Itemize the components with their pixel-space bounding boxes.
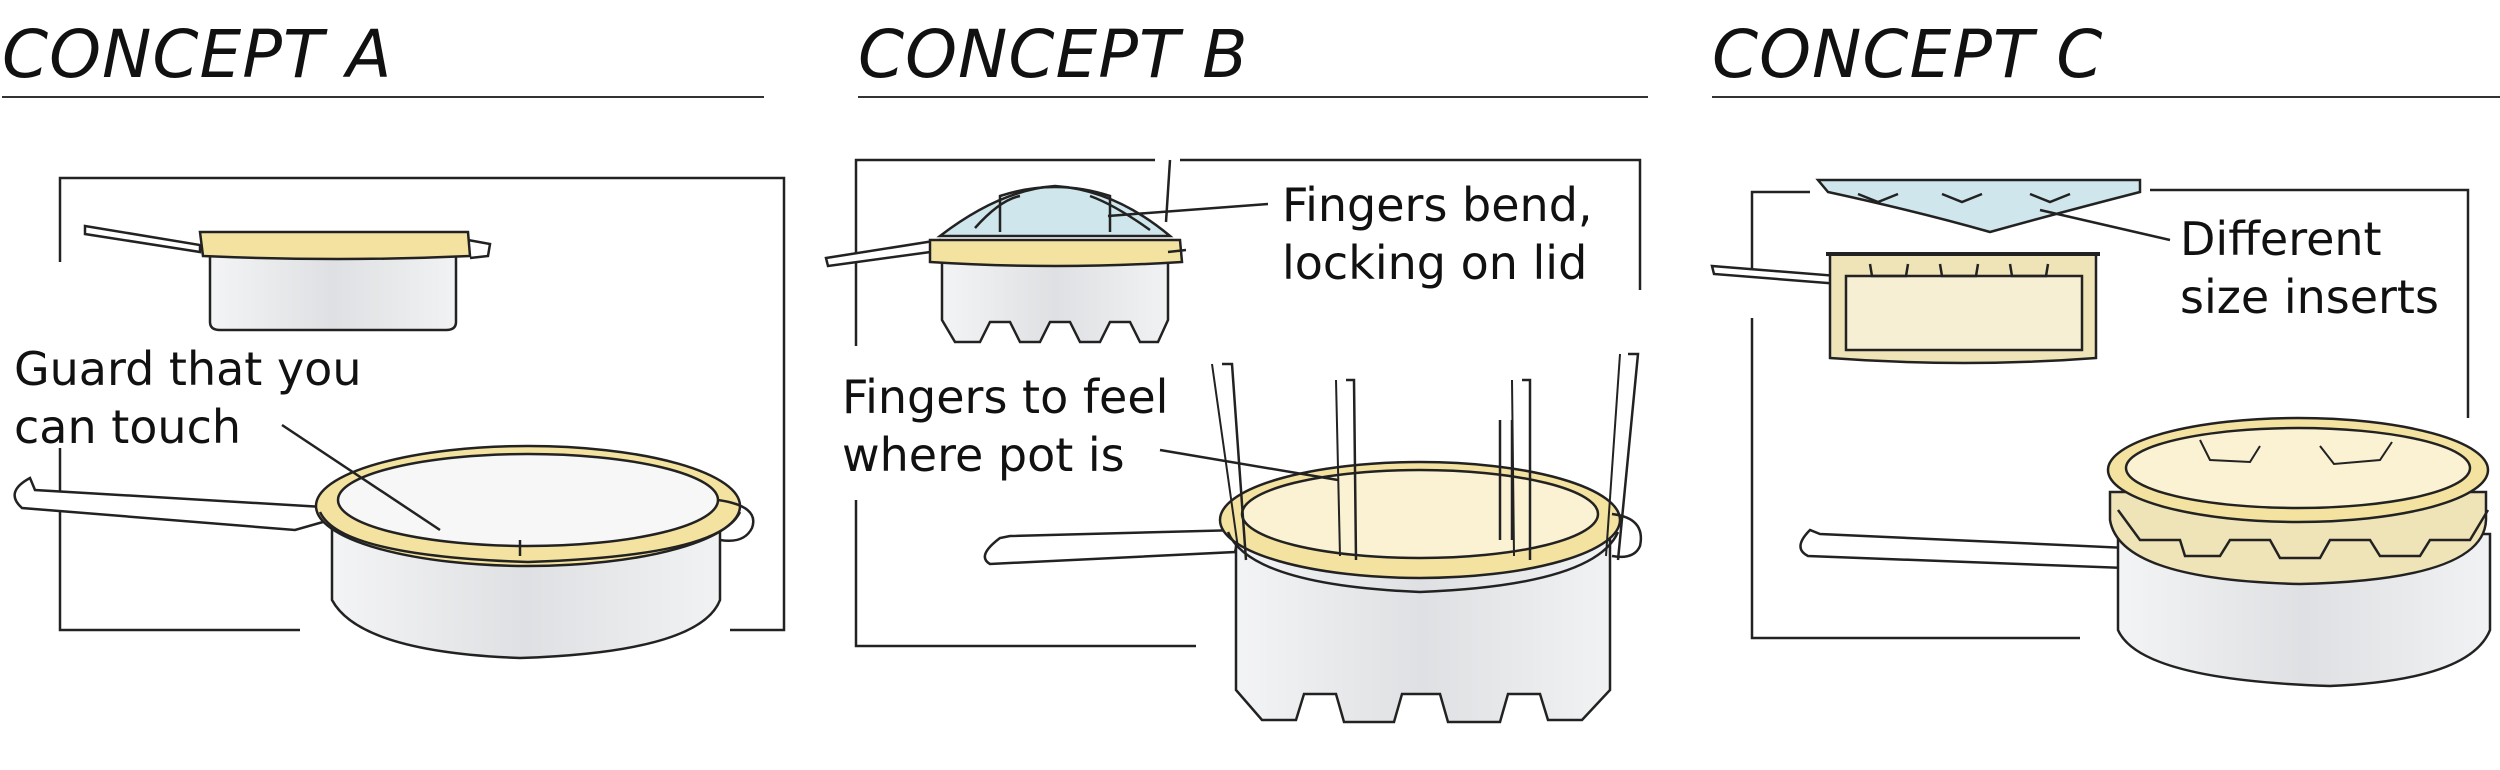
concept-c-annotation: Different size inserts xyxy=(2180,210,2439,326)
annotation-line: Fingers bend, xyxy=(1282,178,1593,232)
concept-b-leader-bottom xyxy=(1159,448,1339,482)
concept-a-sketch xyxy=(13,176,786,660)
concept-a-leader xyxy=(281,423,441,532)
concept-c-underline xyxy=(1712,96,2500,98)
concept-a-frame xyxy=(58,176,786,632)
large-pan-illustration xyxy=(13,444,755,660)
large-pot-fingers-illustration xyxy=(983,352,1643,724)
concept-c-frame xyxy=(1750,190,1810,268)
concept-a-underline xyxy=(2,96,764,98)
concept-a-title: CONCEPT A xyxy=(2,16,393,93)
stacked-insert-illustration xyxy=(1710,252,2100,365)
annotation-line: where pot is xyxy=(842,428,1125,482)
concept-b-frame xyxy=(854,158,1155,346)
concept-c-sketch xyxy=(1710,178,2492,688)
annotation-line: locking on lid xyxy=(1282,236,1588,290)
concept-b-annotation-pot: Fingers to feel where pot is xyxy=(842,368,1168,484)
annotation-line: size inserts xyxy=(2180,270,2439,324)
concept-b-annotation-lid: Fingers bend, locking on lid xyxy=(1282,176,1593,292)
small-pan-illustration xyxy=(83,224,492,332)
concept-b-leader-top xyxy=(1107,202,1269,218)
concept-c-title: CONCEPT C xyxy=(1712,16,2104,93)
annotation-line: Guard that you xyxy=(14,342,362,396)
concept-b-title: CONCEPT B xyxy=(858,16,1249,93)
annotation-line: can touch xyxy=(14,400,242,454)
annotation-line: Different xyxy=(2180,212,2382,266)
concept-b-sketch xyxy=(824,158,1643,724)
concept-a-annotation: Guard that you can touch xyxy=(14,340,361,456)
pot-with-inserts-illustration xyxy=(1799,416,2492,688)
annotation-line: Fingers to feel xyxy=(842,370,1169,424)
lid-insert-illustration xyxy=(1815,178,2142,234)
concept-b-underline xyxy=(858,96,1648,98)
concept-c-leader xyxy=(2039,208,2171,242)
lidded-pot-illustration xyxy=(824,159,1187,344)
